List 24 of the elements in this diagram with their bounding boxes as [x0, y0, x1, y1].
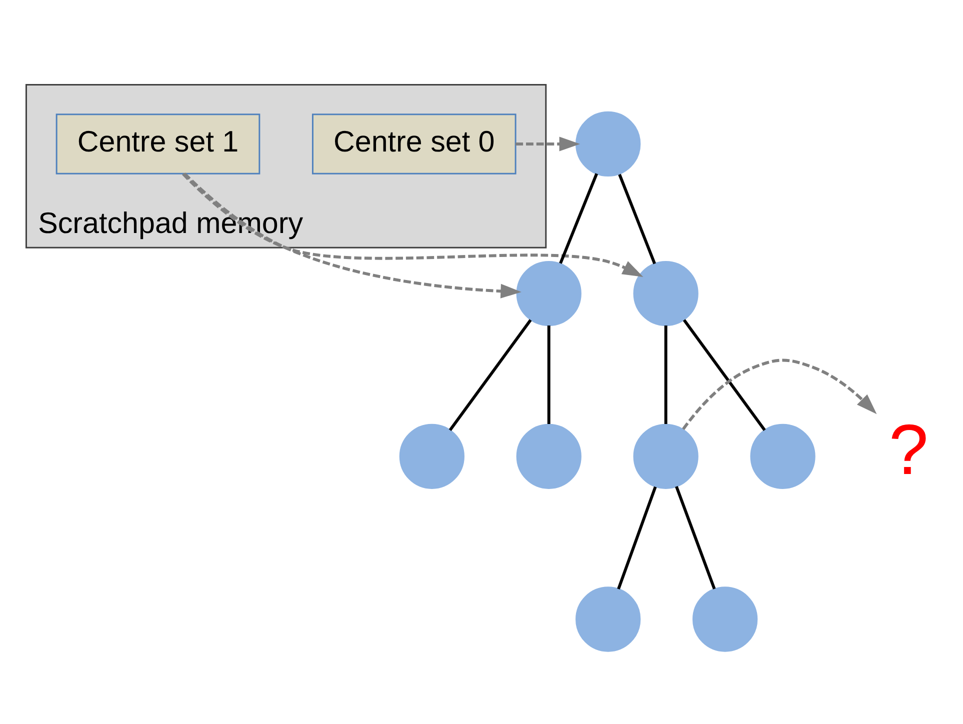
node-circle [633, 260, 698, 326]
node-box: Centre set 1 [56, 114, 260, 174]
connector [664, 325, 668, 424]
node-circle [516, 260, 582, 326]
connector [547, 325, 550, 424]
node-circle [576, 111, 641, 177]
connector [682, 319, 766, 431]
connector [559, 173, 598, 264]
node-text: ? [888, 411, 928, 490]
node-circle [576, 586, 641, 652]
connector [618, 174, 656, 264]
node-circle [633, 424, 698, 489]
node-box: Centre set 0 [312, 114, 516, 174]
node-circle [692, 586, 758, 652]
arrow [682, 358, 877, 430]
connector [617, 486, 657, 590]
node-circle [750, 424, 816, 489]
arrow [183, 172, 522, 298]
arrow [182, 172, 644, 277]
arrow [516, 136, 580, 152]
connector [448, 319, 532, 431]
node-circle [516, 424, 582, 489]
node-circle [399, 424, 464, 489]
connector [675, 486, 716, 590]
